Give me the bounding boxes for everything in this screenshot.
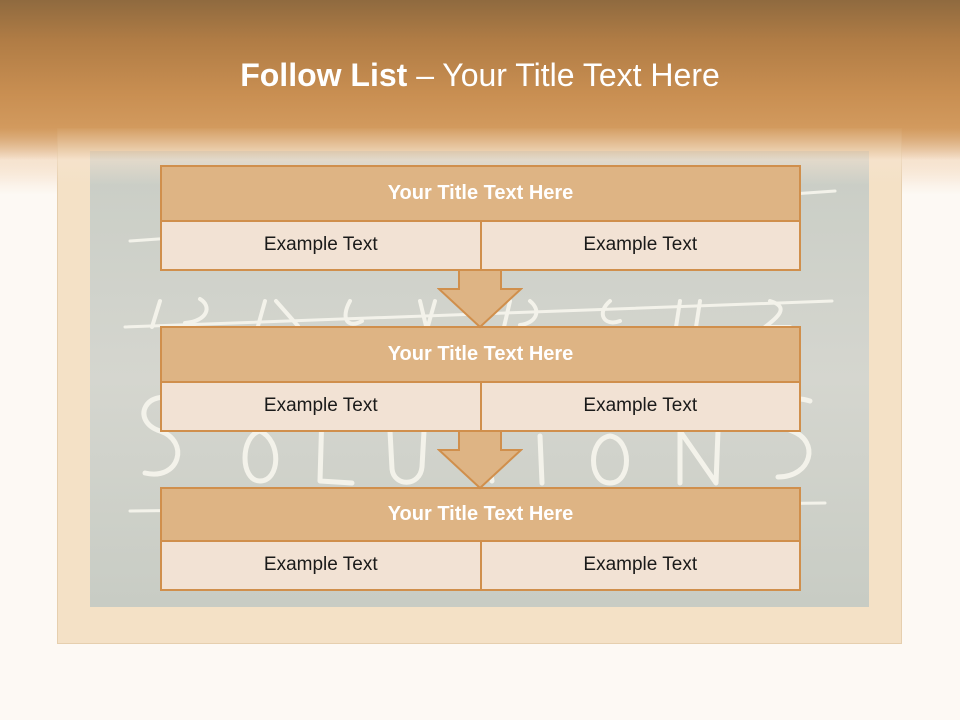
title-rest-part: – Your Title Text Here: [407, 57, 720, 93]
block-title[interactable]: Your Title Text Here: [160, 326, 801, 383]
block-title[interactable]: Your Title Text Here: [160, 487, 801, 542]
block-cell-right[interactable]: Example Text: [479, 383, 801, 432]
down-arrow-icon: [437, 430, 523, 490]
block-row: Example Text Example Text: [160, 222, 801, 271]
header-gradient-overlay: [0, 0, 960, 185]
list-block-1[interactable]: Your Title Text Here Example Text Exampl…: [160, 165, 801, 271]
list-block-3[interactable]: Your Title Text Here Example Text Exampl…: [160, 487, 801, 591]
title-bold-part: Follow List: [240, 57, 408, 93]
page-title: Follow List – Your Title Text Here: [0, 52, 960, 98]
block-row: Example Text Example Text: [160, 542, 801, 591]
block-cell-left[interactable]: Example Text: [160, 383, 482, 432]
block-row: Example Text Example Text: [160, 383, 801, 432]
block-cell-left[interactable]: Example Text: [160, 222, 482, 271]
block-title[interactable]: Your Title Text Here: [160, 165, 801, 222]
list-block-2[interactable]: Your Title Text Here Example Text Exampl…: [160, 326, 801, 432]
down-arrow-icon: [437, 269, 523, 329]
block-cell-left[interactable]: Example Text: [160, 542, 482, 591]
block-cell-right[interactable]: Example Text: [479, 222, 801, 271]
block-cell-right[interactable]: Example Text: [479, 542, 801, 591]
